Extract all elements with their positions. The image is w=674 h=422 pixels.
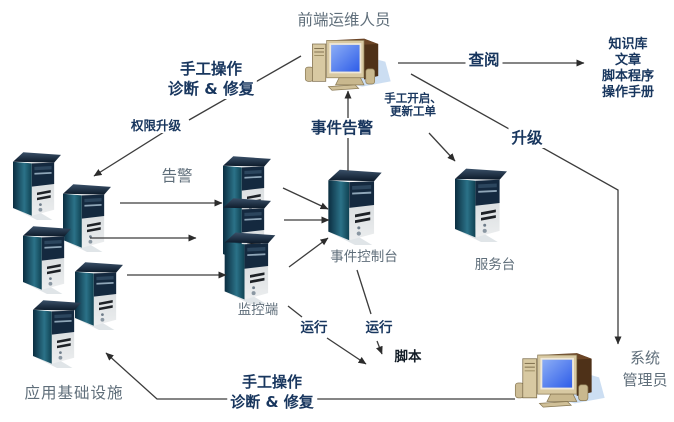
- edge-monitor-run: [287, 305, 303, 318]
- knowledge-base-label: 知识库 文章 脚本程序 操作手册: [601, 37, 655, 100]
- escalate-label: 升级: [508, 128, 546, 148]
- app-infrastructure-label: 应用基础设施: [24, 384, 124, 402]
- manual-ticket-label: 手工开启、 更新工单: [384, 91, 442, 118]
- edge-permission-escalation: [93, 126, 173, 177]
- edge-console-run: [356, 269, 372, 315]
- frontend-operator-label: 前端运维人员: [297, 11, 391, 29]
- manual-ops-top-label: 手工操作 诊断 & 修复: [164, 59, 258, 99]
- review-label: 查阅: [465, 50, 503, 70]
- edge-manual-ticket: [428, 132, 456, 162]
- run-right-label: 运行: [365, 320, 393, 336]
- event-alarm-label: 事件告警: [307, 118, 377, 138]
- edge-run-left-script: [326, 337, 367, 365]
- script-label: 脚本: [394, 349, 422, 365]
- edge-monitor-console-3: [288, 237, 329, 268]
- run-left-label: 运行: [300, 320, 328, 336]
- permission-escalation-label: 权限升级: [127, 119, 185, 133]
- edge-escalate: [410, 73, 622, 345]
- manual-ops-bottom-label: 手工操作 诊断 & 修复: [227, 372, 317, 412]
- alarm-label: 告警: [161, 167, 193, 185]
- monitor-label: 监控端: [237, 302, 279, 318]
- event-console-label: 事件控制台: [330, 249, 398, 265]
- sys-admin-label: 系统 管理员: [622, 349, 668, 389]
- service-desk-label: 服务台: [474, 257, 516, 273]
- edge-run-right-script: [376, 340, 383, 355]
- edge-monitor-console-1: [282, 187, 329, 210]
- edge-manual-ops-bottom: [105, 352, 515, 400]
